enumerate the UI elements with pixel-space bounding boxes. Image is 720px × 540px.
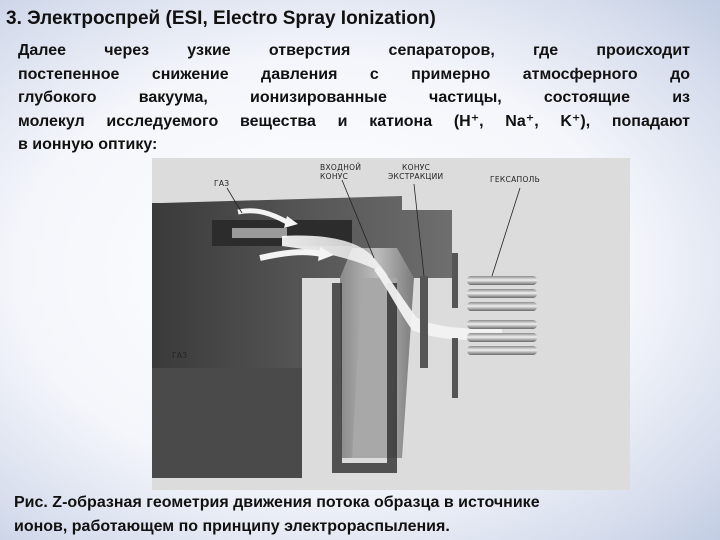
label-inlet-cone-1: ВХОДНОЙ <box>320 163 361 172</box>
extraction-plate-upper <box>452 253 458 308</box>
slide-title: 3. Электроспрей (ESI, Electro Spray Ioni… <box>6 8 436 29</box>
diagram-svg: ГАЗ ВХОДНОЙ КОНУС КОНУС ЭКСТРАКЦИИ ГЕКСА… <box>152 158 630 490</box>
housing-lower-block <box>152 368 302 478</box>
hexapole-rod <box>467 302 537 311</box>
label-hexapole: ГЕКСАПОЛЬ <box>490 175 540 184</box>
leader-inlet-cone <box>341 179 375 259</box>
hexapole-rod <box>467 289 537 298</box>
body-line: глубокого вакуума, ионизированные частиц… <box>18 89 690 106</box>
figure-caption: Рис. Z-образная геометрия движения поток… <box>14 491 699 538</box>
label-gas-bottom: ГАЗ <box>172 351 187 360</box>
hexapole-rod <box>467 320 537 329</box>
caption-line: ионов, работающем по принципу электрорас… <box>14 517 450 535</box>
extraction-cone <box>420 276 428 368</box>
extraction-plate-lower <box>452 338 458 398</box>
leader-hexapole <box>491 187 521 277</box>
body-line: постепенное снижение давления с примерно… <box>18 65 690 83</box>
leader-gas-top <box>226 187 243 214</box>
body-line: молекул исследуемого вещества и катиона … <box>18 112 690 130</box>
ion-flow-path <box>374 266 502 340</box>
hexapole-rod <box>467 276 537 285</box>
hexapole-rods <box>467 276 537 355</box>
caption-line: Рис. Z-образная геометрия движения поток… <box>14 494 540 511</box>
esi-source-diagram: ГАЗ ВХОДНОЙ КОНУС КОНУС ЭКСТРАКЦИИ ГЕКСА… <box>152 158 630 490</box>
cone-wall <box>332 283 397 473</box>
gas-arrow-head-top <box>284 216 298 228</box>
label-inlet-cone-2: КОНУС <box>320 172 348 181</box>
body-line: в ионную оптику: <box>18 136 158 153</box>
cone-inner <box>352 278 397 458</box>
body-paragraph: Далее через узкие отверстия сепараторов,… <box>18 39 690 157</box>
hexapole-rod <box>467 333 537 342</box>
gas-arrow-head-bottom <box>318 247 334 261</box>
hexapole-rod <box>467 346 537 355</box>
label-gas-top: ГАЗ <box>214 179 229 188</box>
label-extraction-cone-1: КОНУС <box>402 163 430 172</box>
leader-extraction-cone <box>413 183 425 277</box>
label-extraction-cone-2: ЭКСТРАКЦИИ <box>388 172 443 181</box>
gas-flow-arrow-bottom <box>259 249 323 261</box>
capillary <box>232 228 287 238</box>
body-line: Далее через узкие отверстия сепараторов,… <box>18 42 690 59</box>
spray-plume <box>282 235 388 276</box>
gas-flow-arrow-top <box>237 208 289 225</box>
